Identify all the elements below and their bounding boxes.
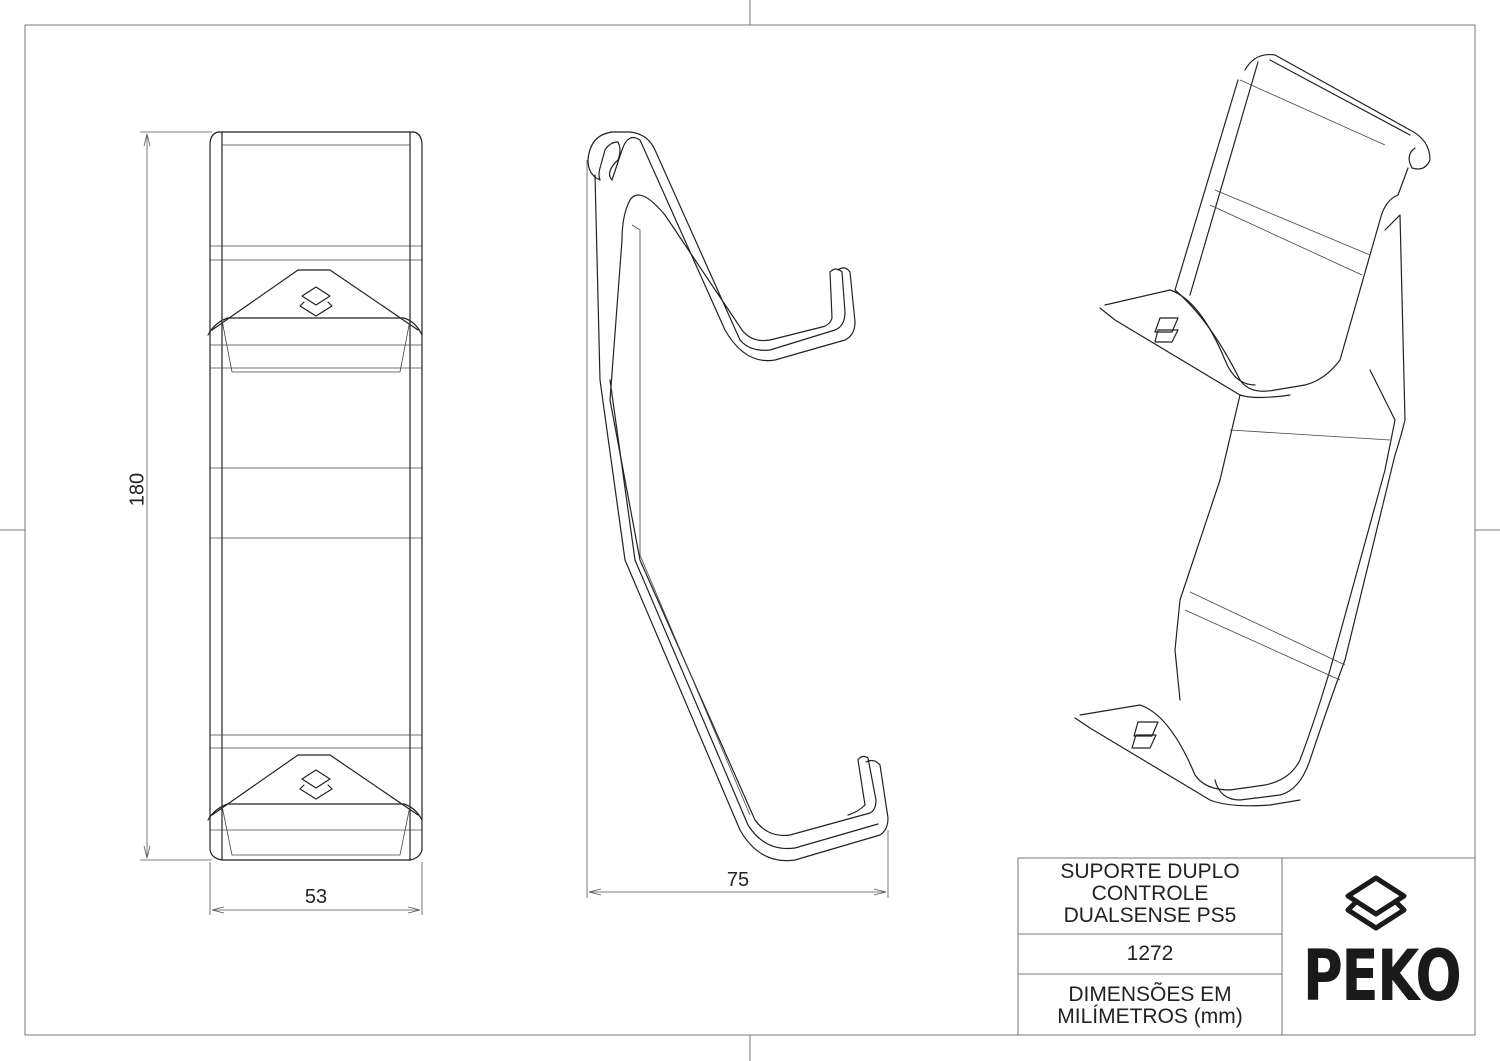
side-view	[586, 131, 889, 898]
title-block-part-number: 1272	[1126, 942, 1174, 965]
depth-dimension	[586, 160, 889, 898]
width-dimension-label: 53	[304, 886, 328, 908]
logo-emboss-icon	[299, 286, 333, 317]
peko-logo-icon	[1345, 875, 1407, 931]
height-dimension	[140, 131, 212, 861]
depth-dimension-label: 75	[726, 869, 750, 891]
logo-emboss-icon	[299, 769, 333, 800]
title-block-units-note: DIMENSÕES EM MILÍMETROS (mm)	[1057, 983, 1243, 1028]
title-block-frame	[1017, 857, 1476, 1036]
company-logo-text: PEKO	[1302, 935, 1462, 1017]
width-dimension	[209, 862, 423, 915]
height-dimension-label: 180	[126, 472, 149, 507]
perspective-view	[1074, 53, 1431, 807]
title-block-product-name: SUPORTE DUPLO CONTROLE DUALSENSE PS5	[1060, 860, 1240, 927]
front-view	[140, 131, 423, 915]
